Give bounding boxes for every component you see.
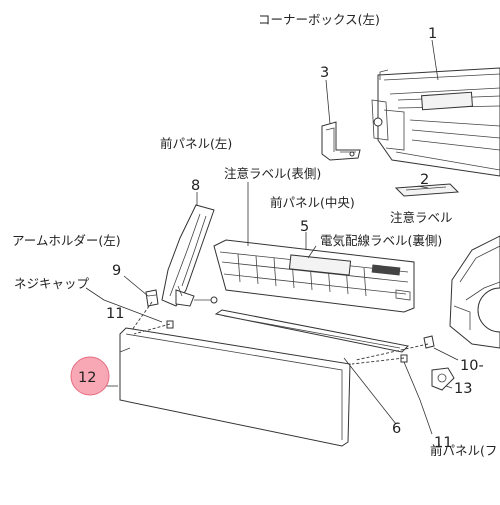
part-number-9: 9 [112,263,121,279]
part-number-6: 6 [392,421,401,437]
screw-cap-left [166,320,174,329]
right-side-unit [423,235,500,391]
label-wiring-label-back: 電気配線ラベル(裏側) [320,233,442,248]
part-number-11-left: 11 [106,306,124,322]
label-front-panel-right-partial: 前パネル(フ [430,443,497,458]
part-number-5: 5 [300,219,309,235]
front-panel-lower-bar [214,309,410,353]
label-arm-holder-left: アームホルダー(左) [12,233,121,248]
label-front-panel-center: 前パネル(中央) [270,195,355,210]
leader-lines [85,39,459,435]
highlight-marker-12[interactable] [70,356,110,396]
part-number-2: 2 [420,172,429,188]
front-panel-left-part [161,204,218,307]
label-front-panel-left: 前パネル(左) [160,136,232,151]
part-number-8: 8 [191,178,200,194]
part-number-13: 13 [454,381,472,397]
arm-holder-left-part [145,289,159,307]
caution-label-plate [394,183,460,197]
label-corner-box-left: コーナーボックス(左) [258,12,380,27]
label-screw-cap: ネジキャップ [14,276,90,291]
label-caution-label: 注意ラベル [390,210,453,225]
lower-front-panel [119,327,351,447]
part-number-11-right: 11 [434,435,452,451]
part-number-1: 1 [428,26,437,42]
corner-box-left [321,121,361,161]
main-unit-body [371,67,500,177]
front-panel-center-part [213,239,415,313]
part-number-12: 12 [78,370,96,386]
part-number-3: 3 [320,65,329,81]
part-number-10: 10- [460,358,484,374]
label-caution-label-front: 注意ラベル(表側) [224,166,321,181]
assembly-lines [131,301,429,365]
